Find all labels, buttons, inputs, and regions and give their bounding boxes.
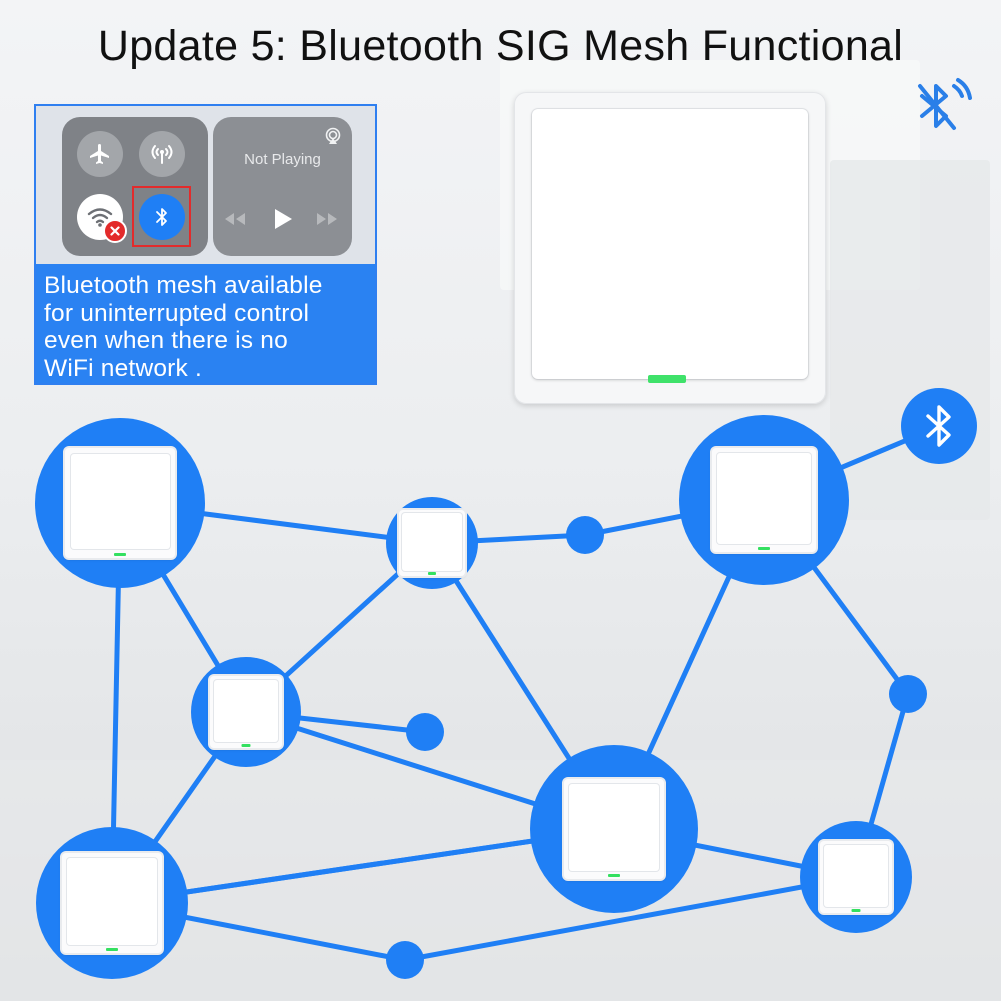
switch-thumbnail — [399, 510, 465, 576]
airplane-mode-button[interactable] — [77, 131, 123, 177]
switch-key-panel — [213, 679, 279, 743]
mesh-node-switch — [679, 415, 849, 585]
caption-line: for uninterrupted control — [44, 299, 310, 327]
control-center-panel: Not Playing Bluetooth mesh available for… — [34, 104, 377, 385]
mesh-node-switch — [35, 418, 205, 588]
play-icon[interactable] — [273, 208, 293, 230]
switch-key-panel — [823, 844, 889, 908]
bluetooth-icon — [156, 208, 167, 226]
switch-thumbnail — [820, 841, 892, 913]
mesh-relay-dot — [889, 675, 927, 713]
wifi-error-badge — [103, 219, 127, 243]
wifi-icon — [87, 208, 113, 227]
page-title: Update 5: Bluetooth SIG Mesh Functional — [97, 22, 904, 70]
wall-switch-product — [514, 92, 826, 404]
mesh-node-switch — [530, 745, 698, 913]
mesh-bluetooth-node — [901, 388, 977, 464]
caption-line: WiFi network . — [44, 354, 202, 382]
mesh-node-switch — [36, 827, 188, 979]
switch-key-panel — [717, 453, 811, 544]
mesh-node-switch — [386, 497, 478, 589]
mesh-relay-dot — [386, 941, 424, 979]
switch-indicator-led — [851, 908, 861, 912]
connectivity-tile — [62, 117, 208, 256]
switch-key-panel — [532, 109, 808, 379]
switch-key-panel — [67, 858, 157, 945]
caption-line: even when there is no — [44, 327, 288, 354]
switch-thumbnail — [210, 676, 282, 748]
fast-forward-icon[interactable] — [316, 212, 338, 226]
switch-key-panel — [70, 453, 170, 550]
airplay-icon[interactable] — [324, 127, 342, 145]
close-badge-icon — [110, 226, 120, 236]
switch-indicator-led — [106, 948, 118, 951]
media-tile: Not Playing — [213, 117, 352, 256]
switch-thumbnail — [62, 853, 162, 953]
mesh-relay-dot — [566, 516, 604, 554]
switch-thumbnail — [564, 779, 664, 879]
switch-indicator-led — [114, 552, 126, 556]
mesh-relay-dot — [406, 713, 444, 751]
mesh-node-switch — [800, 821, 912, 933]
media-status: Not Playing — [244, 151, 321, 168]
bluetooth-off-icon — [918, 78, 972, 130]
bluetooth-icon — [926, 405, 951, 447]
switch-indicator-led — [648, 375, 686, 383]
mesh-link — [402, 874, 859, 963]
switch-key-panel — [402, 513, 462, 571]
bluetooth-button[interactable] — [139, 194, 185, 240]
mesh-node-switch — [191, 657, 301, 767]
switch-indicator-led — [608, 874, 620, 877]
rewind-icon[interactable] — [224, 212, 246, 226]
switch-indicator-led — [241, 743, 251, 747]
switch-thumbnail — [65, 448, 175, 558]
switch-thumbnail — [712, 448, 816, 552]
caption-line: Bluetooth mesh available — [44, 272, 323, 299]
wifi-button[interactable] — [77, 194, 127, 243]
bluetooth-highlight-box — [132, 186, 191, 247]
switch-indicator-led — [428, 571, 436, 575]
switch-indicator-led — [758, 546, 770, 550]
cellular-data-button[interactable] — [139, 131, 185, 177]
switch-key-panel — [569, 784, 659, 871]
airplane-icon — [90, 144, 109, 164]
cellular-antenna-icon — [151, 145, 173, 164]
feature-caption: Bluetooth mesh available for uninterrupt… — [36, 264, 375, 383]
